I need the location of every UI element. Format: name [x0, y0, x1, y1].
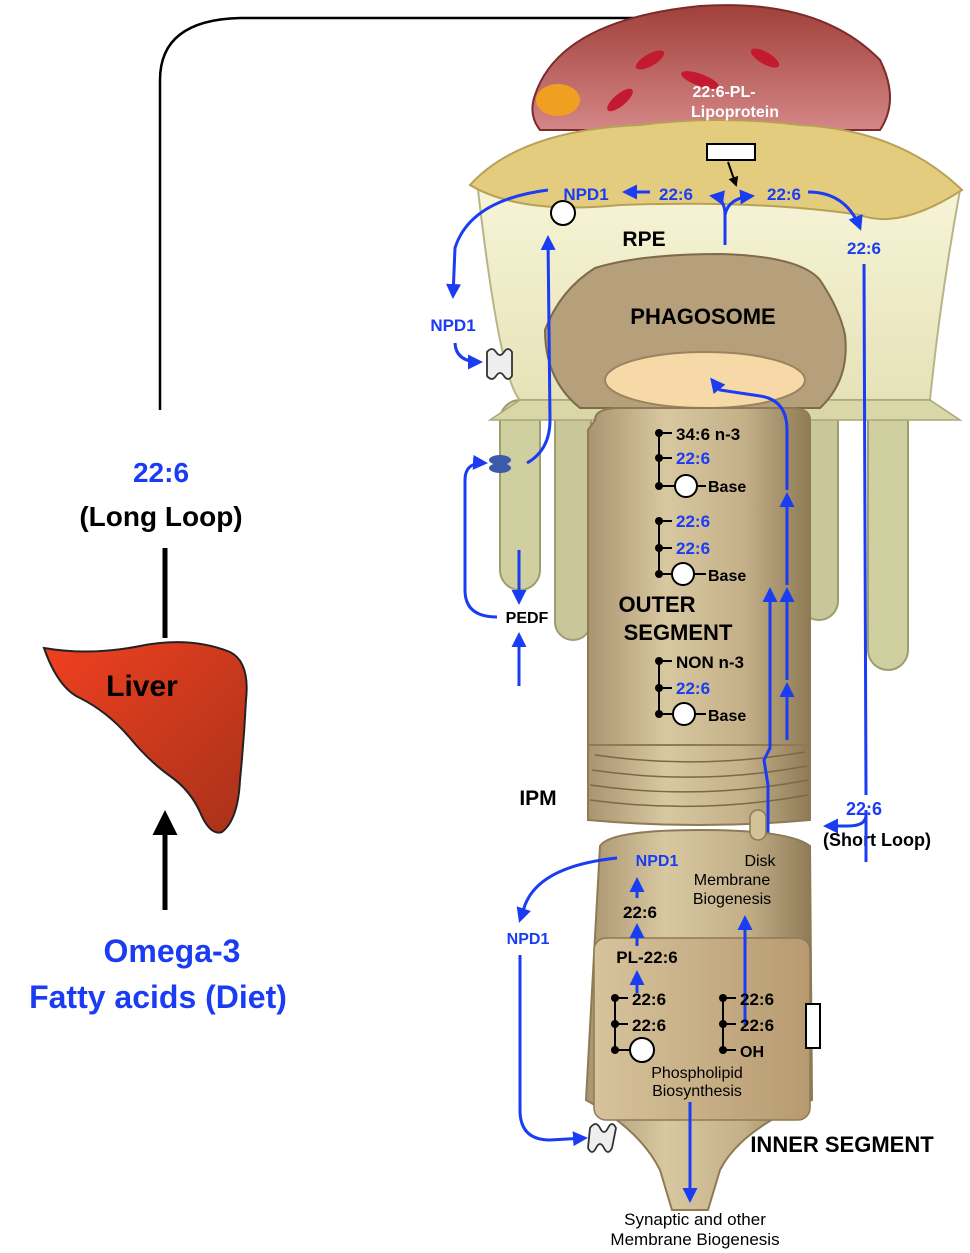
rpe-nucleus — [536, 84, 580, 116]
group2-item-1: 22:6 — [676, 512, 710, 531]
pl-bio-line-1: Phospholipid — [651, 1065, 743, 1082]
rpe-receptor — [707, 144, 755, 160]
disk-line-3: Biogenesis — [693, 891, 771, 908]
inner-npd1-receptor-icon — [588, 1124, 616, 1152]
rpe-npd1-enzyme — [551, 201, 575, 225]
pedf-label: PEDF — [506, 610, 549, 627]
group3-item-1: NON n-3 — [676, 653, 744, 672]
ipm-label: IPM — [519, 787, 556, 810]
phagosome-opening — [605, 352, 805, 408]
npd1-to-receptor-arrow — [455, 343, 480, 362]
group2-base: Base — [708, 568, 746, 585]
long-loop-value: 22:6 — [133, 457, 189, 488]
group2-item-2: 22:6 — [676, 539, 710, 558]
lipoprotein-line-2: Lipoprotein — [691, 104, 779, 121]
short-loop-line-top — [864, 264, 866, 795]
rpe-value-right: 22:6 — [767, 185, 801, 204]
rpe-value-left: 22:6 — [659, 185, 693, 204]
rpe-npd1-top: NPD1 — [563, 185, 608, 204]
phagosome-label: PHAGOSOME — [630, 304, 775, 329]
group1-item-2: 22:6 — [676, 449, 710, 468]
short-loop-value: 22:6 — [846, 799, 882, 819]
disk-line-1: Disk — [744, 853, 776, 870]
inner-pl-226: PL-22:6 — [616, 948, 677, 967]
synaptic-line-1: Synaptic and other — [624, 1210, 766, 1229]
omega-line-1: Omega-3 — [104, 933, 241, 969]
outer-segment-label-2: SEGMENT — [624, 620, 733, 645]
disk-line-2: Membrane — [694, 872, 771, 889]
group3-base: Base — [708, 708, 746, 725]
group1-base: Base — [708, 479, 746, 496]
pedf-receptor-bottom — [489, 463, 511, 473]
inner-right-chain-2: 22:6 — [740, 1016, 774, 1035]
rpe-apical-band — [470, 120, 962, 219]
synaptic-line-2: Membrane Biogenesis — [610, 1230, 779, 1249]
pl-bio-line-2: Biosynthesis — [652, 1083, 742, 1100]
pedf-loop-arrow — [465, 463, 497, 617]
outer-segment-label-1: OUTER — [619, 592, 696, 617]
inner-npd1-to-receptor-arrow — [520, 955, 585, 1140]
inner-value-226: 22:6 — [623, 903, 657, 922]
omega-line-2: Fatty acids (Diet) — [29, 979, 287, 1015]
inner-right-chain-oh: OH — [740, 1044, 764, 1061]
inner-npd1-left: NPD1 — [507, 931, 550, 948]
group1-item-1: 34:6 n-3 — [676, 425, 740, 444]
lipoprotein-line-1: 22:6-PL- — [692, 84, 755, 101]
inner-transporter — [806, 1004, 820, 1048]
inner-npd1-top: NPD1 — [636, 853, 679, 870]
short-loop-label: (Short Loop) — [823, 830, 931, 850]
rpe-npd1-side: NPD1 — [430, 316, 475, 335]
inner-left-chain-2: 22:6 — [632, 1016, 666, 1035]
inner-left-chain-1: 22:6 — [632, 990, 666, 1009]
rpe-value-right-down: 22:6 — [847, 239, 881, 258]
rpe-label: RPE — [622, 228, 665, 251]
connecting-cilium — [750, 810, 766, 840]
inner-segment-label: INNER SEGMENT — [750, 1132, 934, 1157]
npd1-receptor-icon — [487, 349, 512, 379]
liver-label: Liver — [106, 670, 178, 703]
group3-item-2: 22:6 — [676, 679, 710, 698]
inner-right-chain-1: 22:6 — [740, 990, 774, 1009]
long-loop-label: (Long Loop) — [79, 501, 242, 532]
